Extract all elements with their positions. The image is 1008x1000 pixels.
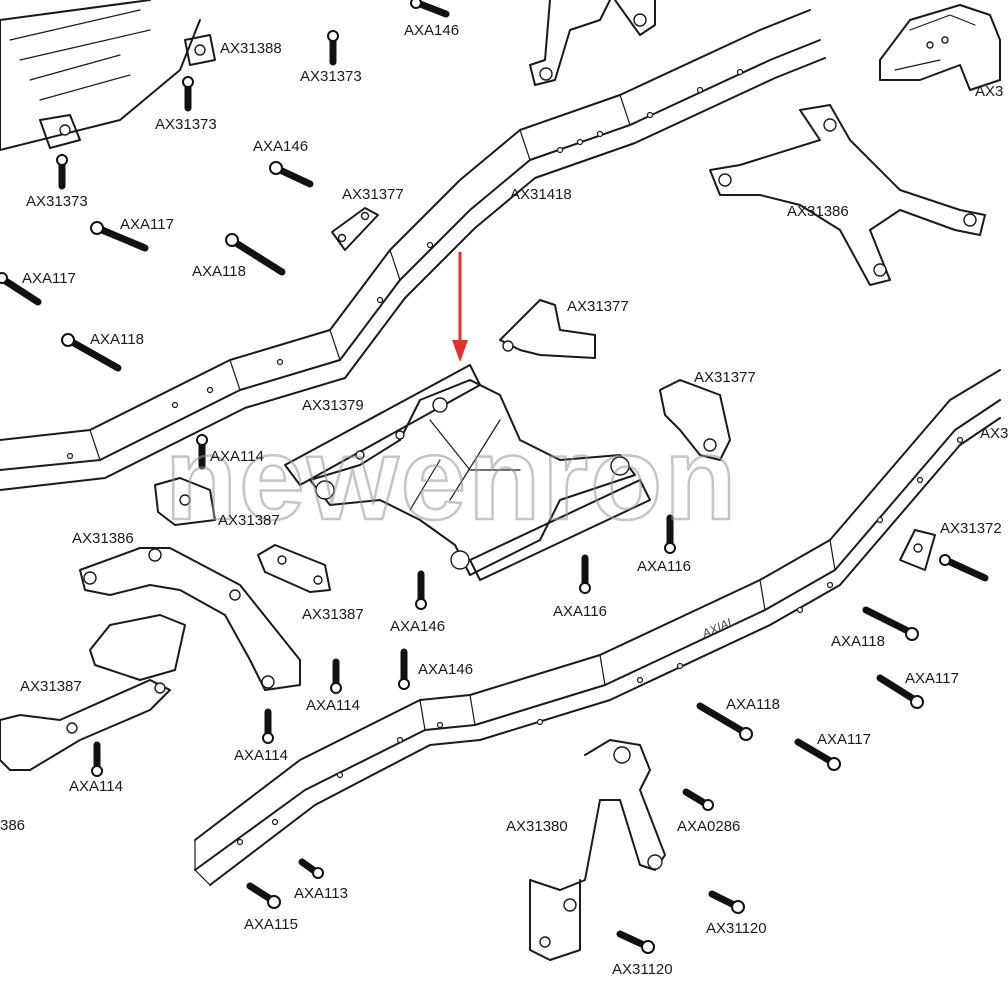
label-ax31386-left: AX31386 xyxy=(72,530,134,547)
label-ax31377-c: AX31377 xyxy=(694,369,756,386)
label-axa146-left: AXA146 xyxy=(253,138,309,155)
lower-shock-mount xyxy=(529,739,666,961)
frame-rail-upper xyxy=(0,9,826,491)
screw-axa118-a xyxy=(225,233,286,276)
label-axa118-d: AXA118 xyxy=(726,696,780,713)
label-axa115: AXA115 xyxy=(244,916,298,933)
battery-tray-part xyxy=(0,0,216,151)
label-ax31377-b: AX31377 xyxy=(567,298,629,315)
screw-ax31373-b xyxy=(182,76,194,112)
label-ax31120-b: AX31120 xyxy=(612,961,673,978)
screw-axa117-d xyxy=(794,738,841,771)
screw-axa116-b xyxy=(579,554,591,594)
center-crossmember xyxy=(284,364,651,581)
label-axa146-d: AXA146 xyxy=(418,661,474,678)
shock-hoop-left xyxy=(79,547,301,691)
label-ax31388: AX31388 xyxy=(220,40,282,57)
screw-axa113 xyxy=(298,858,324,879)
screw-axa114-a xyxy=(196,434,208,470)
screw-axa118-d xyxy=(696,702,753,741)
watermark-text: newenron xyxy=(164,413,739,545)
pointer-arrow xyxy=(452,252,468,362)
label-axa117-a: AXA117 xyxy=(120,216,174,233)
shock-tower-top xyxy=(529,0,656,86)
screw-axa117-b xyxy=(0,272,42,306)
servo-mount-left xyxy=(0,614,186,771)
label-ax31380: AX31380 xyxy=(506,818,568,835)
label-axa114-a: AXA114 xyxy=(210,448,264,465)
label-axa117-c: AXA117 xyxy=(905,670,959,687)
mount-plate-b xyxy=(257,544,331,593)
label-ax3-edge-mid: AX3 xyxy=(980,425,1008,442)
screw-ax31373-a xyxy=(327,30,339,66)
screw-axa114-b xyxy=(330,658,342,694)
screw-axa114-d xyxy=(91,741,103,777)
label-ax31387-c: AX31387 xyxy=(20,678,82,695)
label-axa118-a: AXA118 xyxy=(192,263,246,280)
label-ax31120-a: AX31120 xyxy=(706,920,767,937)
label-axa114-b: AXA114 xyxy=(306,697,360,714)
label-ax31387-a: AX31387 xyxy=(218,512,280,529)
label-ax31379: AX31379 xyxy=(302,397,364,414)
screw-axa117-a xyxy=(90,221,149,252)
screw-axa146-top xyxy=(410,0,450,18)
label-axa118-c: AXA118 xyxy=(831,633,885,650)
link-mount-bracket-center xyxy=(499,299,596,359)
label-ax31377-a: AX31377 xyxy=(342,186,404,203)
label-ax31386-right: AX31386 xyxy=(787,203,849,220)
screw-ax31372 xyxy=(939,554,989,582)
screw-set xyxy=(0,0,989,954)
label-ax31387-b: AX31387 xyxy=(302,606,364,623)
label-axa114-c: AXA114 xyxy=(234,747,288,764)
frame-rail-lower xyxy=(194,369,1001,886)
label-axa113: AXA113 xyxy=(294,885,348,902)
screw-ax31373-c xyxy=(56,154,68,190)
label-axa146-c: AXA146 xyxy=(390,618,446,635)
screw-axa115 xyxy=(246,882,281,909)
link-mount-bracket-right xyxy=(659,379,731,461)
screw-axa146-c xyxy=(415,570,427,610)
screw-axa146-left xyxy=(269,161,314,188)
screw-ax31120-a xyxy=(708,890,745,914)
screw-axa118-b xyxy=(61,333,122,372)
mount-block-a xyxy=(154,477,216,526)
label-axa116-b: AXA116 xyxy=(553,603,607,620)
label-ax31418: AX31418 xyxy=(510,186,572,203)
label-ax31373-b: AX31373 xyxy=(155,116,217,133)
label-axa117-d: AXA117 xyxy=(817,731,871,748)
label-ax31373-c: AX31373 xyxy=(26,193,88,210)
label-axa114-d: AXA114 xyxy=(69,778,123,795)
label-386-edge: 386 xyxy=(0,817,26,834)
small-link-plate xyxy=(331,207,379,251)
label-axa117-b: AXA117 xyxy=(22,270,76,287)
label-ax3-edge-top: AX3 xyxy=(975,83,1004,100)
label-axa118-b: AXA118 xyxy=(90,331,144,348)
screw-axa0286 xyxy=(682,788,714,811)
shock-hoop-right xyxy=(709,104,986,286)
screw-axa117-c xyxy=(876,674,924,709)
screw-ax31120-b xyxy=(616,930,655,954)
screw-axa146-d xyxy=(398,648,410,690)
screw-axa116-a xyxy=(664,514,676,554)
label-axa146-top: AXA146 xyxy=(404,22,460,39)
label-ax31372: AX31372 xyxy=(940,520,1002,537)
label-ax31373-a: AX31373 xyxy=(300,68,362,85)
label-axa116-a: AXA116 xyxy=(637,558,691,575)
screw-axa114-c xyxy=(262,708,274,744)
servo-mount-top-right xyxy=(879,4,1001,91)
label-axa0286: AXA0286 xyxy=(677,818,741,835)
screw-axa118-c xyxy=(862,606,919,641)
small-link-mount xyxy=(899,529,936,571)
